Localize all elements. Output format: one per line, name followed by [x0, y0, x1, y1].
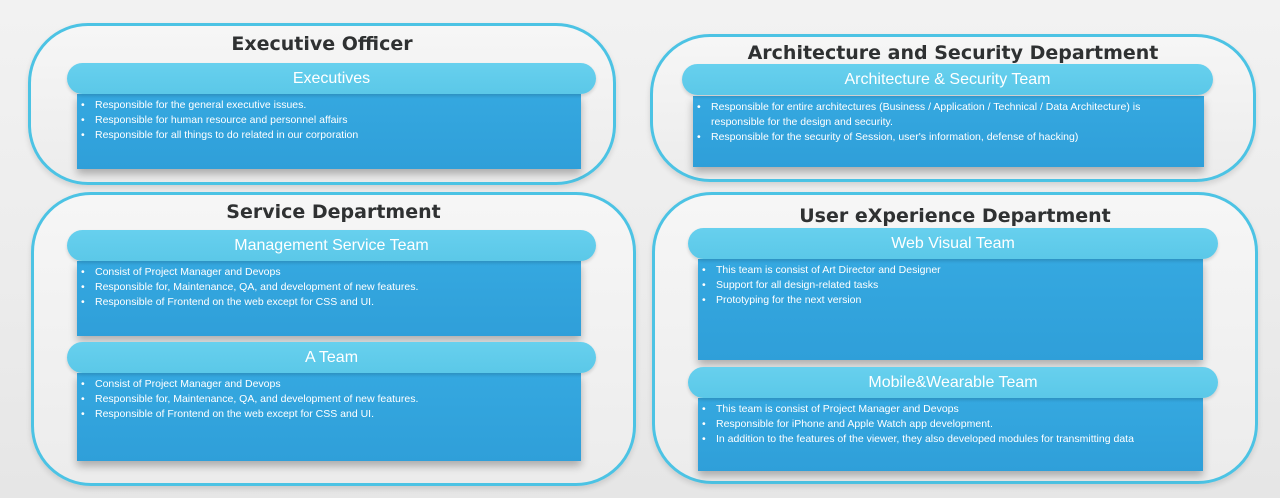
team-management-service-body: Consist of Project Manager and Devops Re… — [77, 261, 581, 336]
list-item: Responsible for human resource and perso… — [77, 113, 573, 128]
bullet-list: Responsible for the general executive is… — [77, 98, 573, 144]
list-item: Responsible for, Maintenance, QA, and de… — [77, 280, 573, 295]
team-web-visual-header: Web Visual Team — [688, 228, 1218, 259]
list-item: This team is consist of Project Manager … — [698, 402, 1195, 417]
list-item: Responsible for iPhone and Apple Watch a… — [698, 417, 1195, 432]
team-architecture-security-body: Responsible for entire architectures (Bu… — [693, 96, 1204, 167]
list-item: Support for all design-related tasks — [698, 278, 1195, 293]
list-item: Responsible for entire architectures (Bu… — [693, 100, 1196, 130]
team-mobile-wearable-header: Mobile&Wearable Team — [688, 367, 1218, 398]
list-item: Responsible of Frontend on the web excep… — [77, 407, 573, 422]
dept-title: Service Department — [226, 201, 441, 223]
dept-service: Service Department Consist of Project Ma… — [31, 192, 636, 486]
list-item: Responsible for the security of Session,… — [693, 130, 1196, 145]
dept-architecture-security: Architecture and Security Department Res… — [650, 34, 1256, 182]
dept-title: User eXperience Department — [799, 205, 1111, 227]
bullet-list: This team is consist of Project Manager … — [698, 402, 1195, 448]
list-item: Prototyping for the next version — [698, 293, 1195, 308]
team-executives-header: Executives — [67, 63, 596, 94]
list-item: Responsible for all things to do related… — [77, 128, 573, 143]
bullet-list: Responsible for entire architectures (Bu… — [693, 100, 1196, 146]
team-mobile-wearable-body: This team is consist of Project Manager … — [698, 398, 1203, 471]
dept-user-experience: User eXperience Department This team is … — [652, 192, 1258, 484]
team-management-service-header: Management Service Team — [67, 230, 596, 261]
bullet-list: Consist of Project Manager and Devops Re… — [77, 265, 573, 311]
bullet-list: Consist of Project Manager and Devops Re… — [77, 377, 573, 423]
team-architecture-security-header: Architecture & Security Team — [682, 64, 1213, 95]
list-item: Consist of Project Manager and Devops — [77, 377, 573, 392]
list-item: In addition to the features of the viewe… — [698, 432, 1195, 447]
dept-title: Executive Officer — [231, 33, 413, 55]
list-item: This team is consist of Art Director and… — [698, 263, 1195, 278]
list-item: Consist of Project Manager and Devops — [77, 265, 573, 280]
team-a-team-body: Consist of Project Manager and Devops Re… — [77, 373, 581, 461]
team-executives-body: Responsible for the general executive is… — [77, 94, 581, 169]
list-item: Responsible for, Maintenance, QA, and de… — [77, 392, 573, 407]
team-a-team-header: A Team — [67, 342, 596, 373]
team-web-visual-body: This team is consist of Art Director and… — [698, 259, 1203, 360]
list-item: Responsible of Frontend on the web excep… — [77, 295, 573, 310]
bullet-list: This team is consist of Art Director and… — [698, 263, 1195, 309]
dept-executive-officer: Executive Officer Responsible for the ge… — [28, 23, 616, 185]
list-item: Responsible for the general executive is… — [77, 98, 573, 113]
dept-title: Architecture and Security Department — [747, 42, 1159, 64]
